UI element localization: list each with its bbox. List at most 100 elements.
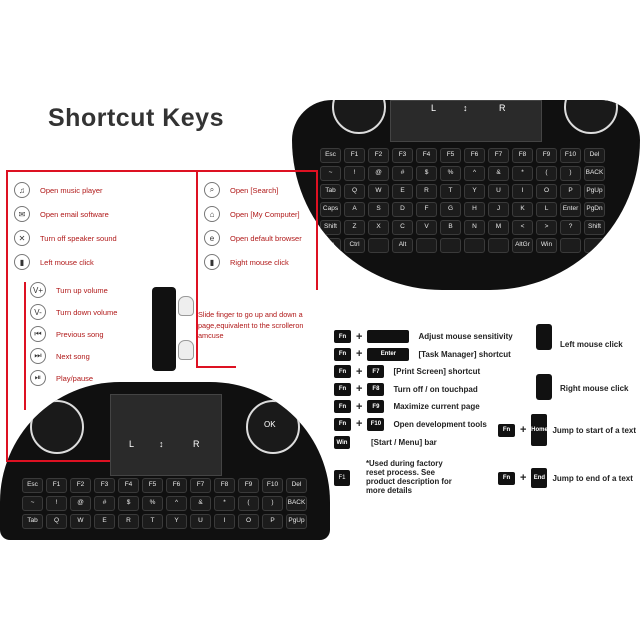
mouse-right-icon: ▮ (204, 254, 220, 270)
keyboard-key: & (190, 496, 211, 511)
keyboard-key: # (94, 496, 115, 511)
keyboard-key: Del (286, 478, 307, 493)
keyboard-key: Z (344, 220, 365, 235)
keyboard-key: Shift (584, 220, 605, 235)
win-key-icon: Win (334, 436, 350, 449)
list-item: ⌕Open [Search] (204, 182, 278, 198)
keyboard-key: P (262, 514, 283, 529)
plus-sign: + (356, 400, 363, 413)
list-item-label: Right mouse click (230, 257, 289, 267)
keyboard-key: $ (416, 166, 437, 181)
plus-sign: + (356, 348, 363, 360)
keyboard-key: Q (344, 184, 365, 199)
finger-icon-bottom (178, 340, 194, 360)
keyboard-key: L (536, 202, 557, 217)
keyboard-key: ( (536, 166, 557, 181)
dpad-circle: OK (246, 400, 300, 454)
keyboard-key: Del (584, 148, 605, 163)
keyboard-key: H (464, 202, 485, 217)
keyboard-key: F5 (440, 148, 461, 163)
touchpad: L ↕ R (390, 100, 542, 142)
mouse-left-icon: ▮ (14, 254, 30, 270)
list-item: ♫Open music player (14, 182, 103, 198)
function-key-icon (367, 330, 410, 343)
volume-key-icon: V- (30, 304, 46, 320)
keyboard-key: F2 (368, 148, 389, 163)
keyboard-key: BACK (584, 166, 605, 181)
connector-bottom-h (6, 460, 110, 462)
keyboard-key: F8 (214, 478, 235, 493)
keyboard-key: Y (464, 184, 485, 199)
keyboard-key (440, 238, 461, 253)
bottom-touchpad-left-label: L (129, 439, 135, 449)
keyboard-key: Enter (560, 202, 581, 217)
keyboard-key: ^ (464, 166, 485, 181)
keyboard-key: Tab (22, 514, 43, 529)
keyboard-key: O (536, 184, 557, 199)
list-item-label: Open [My Computer] (230, 209, 300, 219)
list-item: V-Turn down volume (30, 304, 117, 320)
keyboard-key (368, 238, 389, 253)
search-icon: ⌕ (204, 182, 220, 198)
function-key-icon: F7 (367, 365, 385, 378)
fn-key-icon: Fn (334, 400, 351, 413)
keyboard-key: @ (368, 166, 389, 181)
connector-left-vertical (6, 170, 8, 462)
fn-shortcut-desc: Open development tools (393, 419, 487, 429)
bottom-touchpad-right-label: R (193, 439, 200, 449)
keyboard-key: R (416, 184, 437, 199)
list-item: ▮ Right mouse click (204, 254, 289, 270)
keyboard-key: % (440, 166, 461, 181)
keyboard-key: * (512, 166, 533, 181)
fn-shortcut-row: Fn+F7[Print Screen] shortcut (334, 365, 480, 378)
keyboard-key: Alt (392, 238, 413, 253)
page-title: Shortcut Keys (48, 104, 224, 132)
finger-icon-top (178, 296, 194, 316)
list-item-label: Open email software (40, 209, 109, 219)
music-icon: ♫ (14, 182, 30, 198)
fn-key-icon: Fn (334, 417, 351, 431)
fn-shortcut-desc: Maximize current page (393, 402, 480, 411)
plus-sign: + (356, 418, 363, 430)
list-item: ▮Left mouse click (14, 254, 94, 270)
keyboard-key: F3 (94, 478, 115, 493)
list-item: ⌂ Open [My Computer] (204, 206, 300, 222)
keyboard-key: E (94, 514, 115, 529)
keyboard-key: P (560, 184, 581, 199)
keyboard-key: F7 (488, 148, 509, 163)
keyboard-key: PgUp (584, 184, 605, 199)
list-item: ✉Open email software (14, 206, 109, 222)
touchpad-left-label: L (431, 103, 437, 113)
right-mouse-action-desc: Right mouse click (560, 384, 629, 393)
keyboard-key: F6 (464, 148, 485, 163)
keyboard-key: ~ (22, 496, 43, 511)
factory-reset-note: *Used during factory reset process. See … (366, 459, 452, 495)
keyboard-key: F7 (190, 478, 211, 493)
keyboard-key: B (440, 220, 461, 235)
keyboard-key: M (488, 220, 509, 235)
home-icon: ⌂ (204, 206, 220, 222)
fn-shortcut-row: Fn+Enter[Task Manager] shortcut (334, 347, 511, 361)
list-item-label: Turn off speaker sound (40, 233, 117, 243)
fn-key-icon: Fn (334, 330, 351, 343)
media-dial-circle (30, 400, 84, 454)
keyboard-key: X (368, 220, 389, 235)
keyboard-key: Fn (320, 238, 341, 253)
keyboard-key: Caps (320, 202, 341, 217)
keyboard-key: F1 (344, 148, 365, 163)
keyboard-key: W (368, 184, 389, 199)
keyboard-key: A (344, 202, 365, 217)
list-item: ⏮Previous song (30, 326, 104, 342)
keyboard-key: F4 (118, 478, 139, 493)
keyboard-key: V (416, 220, 437, 235)
plus-sign: + (356, 383, 363, 395)
prev-icon: ⏮ (30, 326, 46, 342)
list-item-label: Play/pause (56, 373, 94, 383)
slide-finger-text: Slide finger to go up and down a page,eq… (198, 310, 304, 341)
connector-left-top (6, 170, 316, 172)
keyboard-key: < (512, 220, 533, 235)
